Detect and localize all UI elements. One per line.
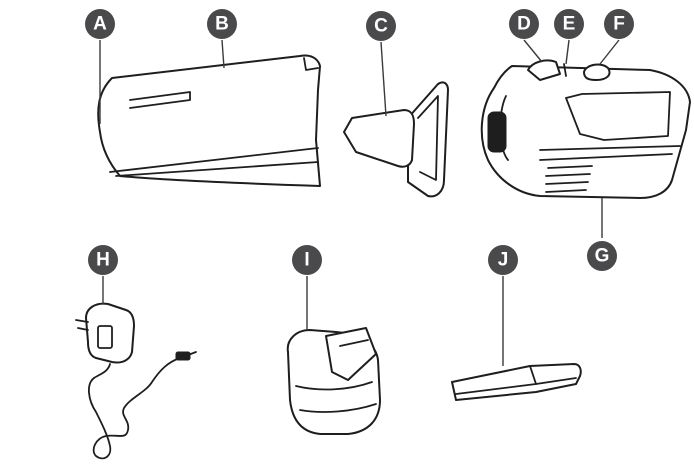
brush-tool-illustration (286, 327, 381, 435)
badge-f: F (604, 9, 634, 39)
dust-bowl-illustration (97, 54, 321, 187)
badge-i-label: I (304, 250, 309, 271)
filter-illustration (343, 81, 449, 198)
badge-g-label: G (595, 246, 610, 267)
badge-a-label: A (93, 14, 107, 35)
badge-b-label: B (215, 14, 229, 35)
badge-d: D (509, 9, 539, 39)
badge-a: A (85, 9, 115, 39)
badge-c-label: C (374, 16, 388, 37)
charger-illustration (75, 302, 197, 460)
badge-c: C (366, 11, 396, 41)
motor-unit-illustration (480, 59, 691, 199)
badge-g: G (587, 241, 617, 271)
badge-e: E (554, 9, 584, 39)
badge-j: J (488, 245, 518, 275)
vent-slots (545, 165, 593, 193)
badge-f-label: F (613, 14, 625, 35)
leader-lines (99, 39, 620, 366)
badge-b: B (207, 9, 237, 39)
badge-j-label: J (498, 250, 509, 271)
badge-h-label: H (96, 250, 110, 271)
badge-e-label: E (563, 14, 576, 35)
badge-h: H (88, 245, 118, 275)
badge-d-label: D (517, 14, 531, 35)
badge-i: I (292, 245, 322, 275)
crevice-tool-illustration (451, 363, 582, 401)
